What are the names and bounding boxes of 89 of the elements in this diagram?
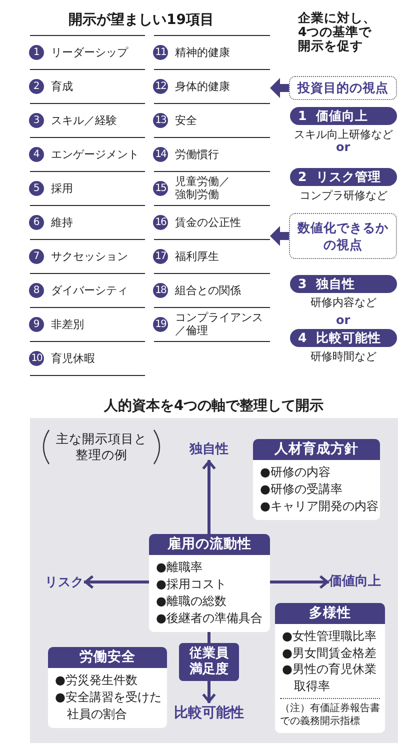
bullet-item: ●研修の受講率 xyxy=(260,481,342,498)
category-box: 従業員満足度 xyxy=(179,643,239,681)
list-item-text: 福利厚生 xyxy=(175,250,219,262)
card-header: 雇用の流動性 xyxy=(149,534,270,555)
number-badge: 10 xyxy=(29,350,44,366)
criterion-pill: 2 リスク管理 xyxy=(290,168,397,186)
chart-panel xyxy=(30,396,398,743)
number-badge: 6 xyxy=(29,214,44,230)
category-card xyxy=(149,534,270,632)
number-badge: 1 xyxy=(29,44,44,60)
list-item-text: 組合との関係 xyxy=(175,284,241,296)
arrow xyxy=(202,460,216,534)
bullet-item: ●採用コスト xyxy=(156,576,226,593)
list-item-text: エンゲージメント xyxy=(51,148,139,160)
list-item-text: 育成 xyxy=(51,80,73,92)
number-badge: 19 xyxy=(153,316,168,332)
list-item-text: ダイバーシティ xyxy=(51,284,128,296)
panel-heading: 人的資本を4つの軸で整理して開示 xyxy=(104,397,324,415)
number-badge: 12 xyxy=(153,78,168,94)
bullet-item: ●労災発生件数 xyxy=(55,672,138,689)
axis-label: 比較可能性 xyxy=(174,703,244,723)
criterion-pill: 1 価値向上 xyxy=(290,107,397,125)
list-heading: 開示が望ましい19項目 xyxy=(68,11,214,29)
number-badge: 17 xyxy=(153,248,168,264)
card-header: 多様性 xyxy=(275,603,385,624)
list-item-text: スキル／経験 xyxy=(51,114,117,126)
conjunction-label: or xyxy=(336,312,350,328)
criterion-pill: 4 比較可能性 xyxy=(290,329,397,347)
viewpoint-box: 投資目的の視点 xyxy=(289,76,397,100)
connector-line xyxy=(208,632,210,643)
list-item-text: 児童労働／強制労働 xyxy=(175,175,231,201)
number-badge: 11 xyxy=(153,44,168,60)
number-badge: 18 xyxy=(153,282,168,298)
list-item-text: 身体的健康 xyxy=(175,80,230,92)
bullet-item: ●女性管理職比率 xyxy=(282,628,376,644)
list-item-text: 維持 xyxy=(51,216,73,228)
list-item-text: 安全 xyxy=(175,114,197,126)
section-heading: 企業に対し、4つの基準で開示を促す xyxy=(298,11,376,53)
conjunction-label: or xyxy=(336,140,350,155)
number-badge: 4 xyxy=(29,146,44,162)
card-header: 労働安全 xyxy=(48,647,167,668)
axis-label: 独自性 xyxy=(190,440,228,460)
item-list xyxy=(29,11,270,377)
list-item-text: リーダーシップ xyxy=(51,46,128,58)
footnote: （注）有価証券報告書での義務開示指標 xyxy=(280,702,381,728)
list-item-text: 労働慣行 xyxy=(175,148,219,160)
list-item-text: 賃金の公正性 xyxy=(175,216,241,228)
number-badge: 7 xyxy=(29,248,44,264)
block-arrow xyxy=(270,226,289,246)
category-card xyxy=(275,603,385,733)
category-card xyxy=(48,647,167,728)
axis-label: 価値向上 xyxy=(329,572,381,592)
bullet-item: ●男女間賃金格差 xyxy=(282,644,376,661)
axis-label: リスク xyxy=(45,572,84,592)
example-note: コンプラ研修など xyxy=(300,188,388,203)
bullet-item: ●キャリア開発の内容 xyxy=(260,498,378,515)
number-badge: 2 xyxy=(29,78,44,94)
list-item-text: 採用 xyxy=(51,182,73,194)
example-note: 研修内容など xyxy=(310,295,376,310)
number-badge: 3 xyxy=(29,112,44,128)
number-badge: 8 xyxy=(29,282,44,298)
number-badge: 14 xyxy=(153,146,168,162)
list-item-text: サクセッション xyxy=(51,250,128,262)
example-note: 研修時間など xyxy=(310,349,376,364)
arrow xyxy=(84,574,149,590)
bullet-item: ●離職率 xyxy=(156,559,202,576)
list-item-text: コンプライアンス／倫理 xyxy=(175,311,264,337)
list-item-text: 育児休暇 xyxy=(51,352,95,364)
bullet-item: ●安全講習を受けた社員の割合 xyxy=(55,689,162,723)
number-badge: 5 xyxy=(29,180,44,196)
bullet-item: ●研修の内容 xyxy=(260,464,330,481)
bullet-item: ●離職の総数 xyxy=(156,593,226,610)
bullet-item: ●後継者の準備具合 xyxy=(156,610,262,627)
block-arrow xyxy=(270,78,289,98)
viewpoint-box: 数値化できるかの視点 xyxy=(289,213,397,259)
number-badge: 13 xyxy=(153,112,168,128)
example-note: スキル向上研修など xyxy=(294,127,393,142)
list-item-text: 精神的健康 xyxy=(175,46,230,58)
criterion-pill: 3 独自性 xyxy=(290,275,397,293)
number-badge: 16 xyxy=(153,214,168,230)
arrow xyxy=(202,681,216,703)
number-badge: 15 xyxy=(153,180,168,196)
bullet-item: ●男性の育児休業取得率 xyxy=(282,661,378,694)
list-item-text: 非差別 xyxy=(51,318,84,330)
card-header: 人材育成方針 xyxy=(253,439,380,460)
bracketed-note: 主な開示項目と整理の例 xyxy=(55,431,148,463)
category-card xyxy=(253,439,380,520)
number-badge: 9 xyxy=(29,316,44,332)
arrow xyxy=(270,574,329,590)
